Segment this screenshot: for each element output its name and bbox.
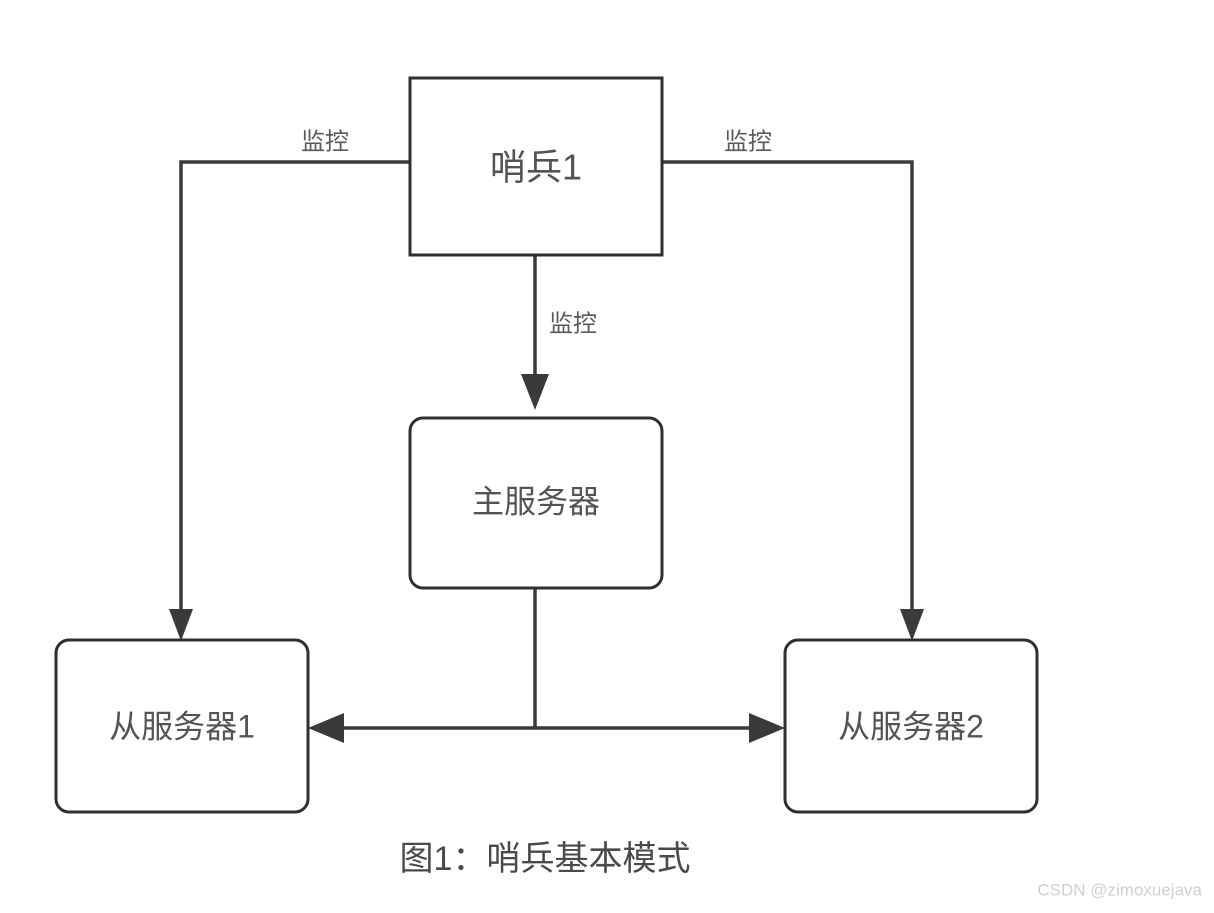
node-slave1-label: 从服务器1 xyxy=(109,708,255,744)
node-sentinel1-label: 哨兵1 xyxy=(490,147,582,188)
edge-master-to-slave1-arrowhead xyxy=(308,713,344,743)
edge-sentinel-to-slave1-path xyxy=(179,160,410,630)
edge-sentinel-to-slave2-path xyxy=(662,160,914,630)
edge-sentinel-to-master: 监控 xyxy=(521,255,597,410)
edge-label-sentinel-to-slave1: 监控 xyxy=(301,128,349,155)
figure-caption: 图1：哨兵基本模式 xyxy=(400,840,691,878)
edge-sentinel-to-slave2: 监控 xyxy=(662,128,924,641)
node-master-shape[interactable] xyxy=(408,416,664,590)
edge-label-sentinel-to-master: 监控 xyxy=(549,310,597,337)
edge-master-to-slave2 xyxy=(535,713,785,743)
csdn-watermark: CSDN @zimoxuejava xyxy=(1037,880,1202,899)
node-slave2-label: 从服务器2 xyxy=(838,708,984,744)
edge-master-to-slave1 xyxy=(308,713,535,743)
node-slave2[interactable]: 从服务器2 xyxy=(783,638,1039,814)
node-master[interactable]: 主服务器 xyxy=(408,416,664,590)
edge-master-to-slave2-arrowhead xyxy=(749,713,785,743)
node-master-label: 主服务器 xyxy=(472,483,600,519)
node-sentinel1[interactable]: 哨兵1 xyxy=(408,76,664,257)
edge-sentinel-to-master-arrowhead xyxy=(521,374,549,410)
node-sentinel1-shape[interactable] xyxy=(408,76,664,257)
edge-sentinel-to-slave2-arrowhead xyxy=(900,609,924,641)
node-slave2-shape[interactable] xyxy=(783,638,1039,814)
edge-sentinel-to-slave1-arrowhead xyxy=(169,609,193,641)
node-slave1[interactable]: 从服务器1 xyxy=(54,638,310,814)
edge-sentinel-to-slave1: 监控 xyxy=(169,128,410,641)
node-slave1-shape[interactable] xyxy=(54,638,310,814)
edge-label-sentinel-to-slave2: 监控 xyxy=(724,128,772,155)
